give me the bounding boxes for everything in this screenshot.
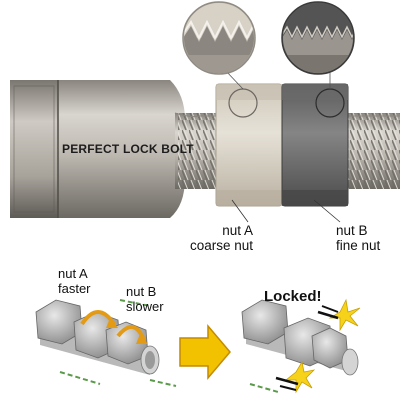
locked-label: Locked!	[264, 288, 322, 305]
impact-star-icon	[284, 360, 316, 394]
nut-b-speed-label: nut B slower	[126, 284, 164, 314]
nut-a-label: nut A coarse nut	[173, 223, 253, 253]
nut-b-speed-desc: slower	[126, 299, 164, 314]
assembly-illustration-left	[35, 299, 177, 387]
nut-a-name: nut A	[222, 223, 253, 238]
nut-b-label: nut B fine nut	[336, 223, 380, 253]
bolt-head	[10, 80, 185, 218]
bolt-label: PERFECT LOCK BOLT	[62, 142, 194, 156]
zoom-inset-coarse	[182, 1, 256, 75]
impact-star-icon	[328, 298, 361, 332]
nut-a-speed-desc: faster	[58, 281, 91, 296]
assembly-illustration-right	[241, 298, 361, 394]
nut-b-desc: fine nut	[336, 238, 381, 253]
nut-b-name: nut B	[336, 223, 368, 238]
nut-a	[215, 83, 283, 207]
zoom-inset-fine	[281, 1, 355, 75]
transition-arrow	[179, 323, 231, 381]
nut-a-speed-name: nut A	[58, 266, 88, 281]
nut-a-desc: coarse nut	[189, 238, 253, 253]
nut-b-speed-name: nut B	[126, 284, 157, 299]
nut-a-speed-label: nut A faster	[58, 266, 91, 296]
nut-b	[281, 83, 349, 207]
